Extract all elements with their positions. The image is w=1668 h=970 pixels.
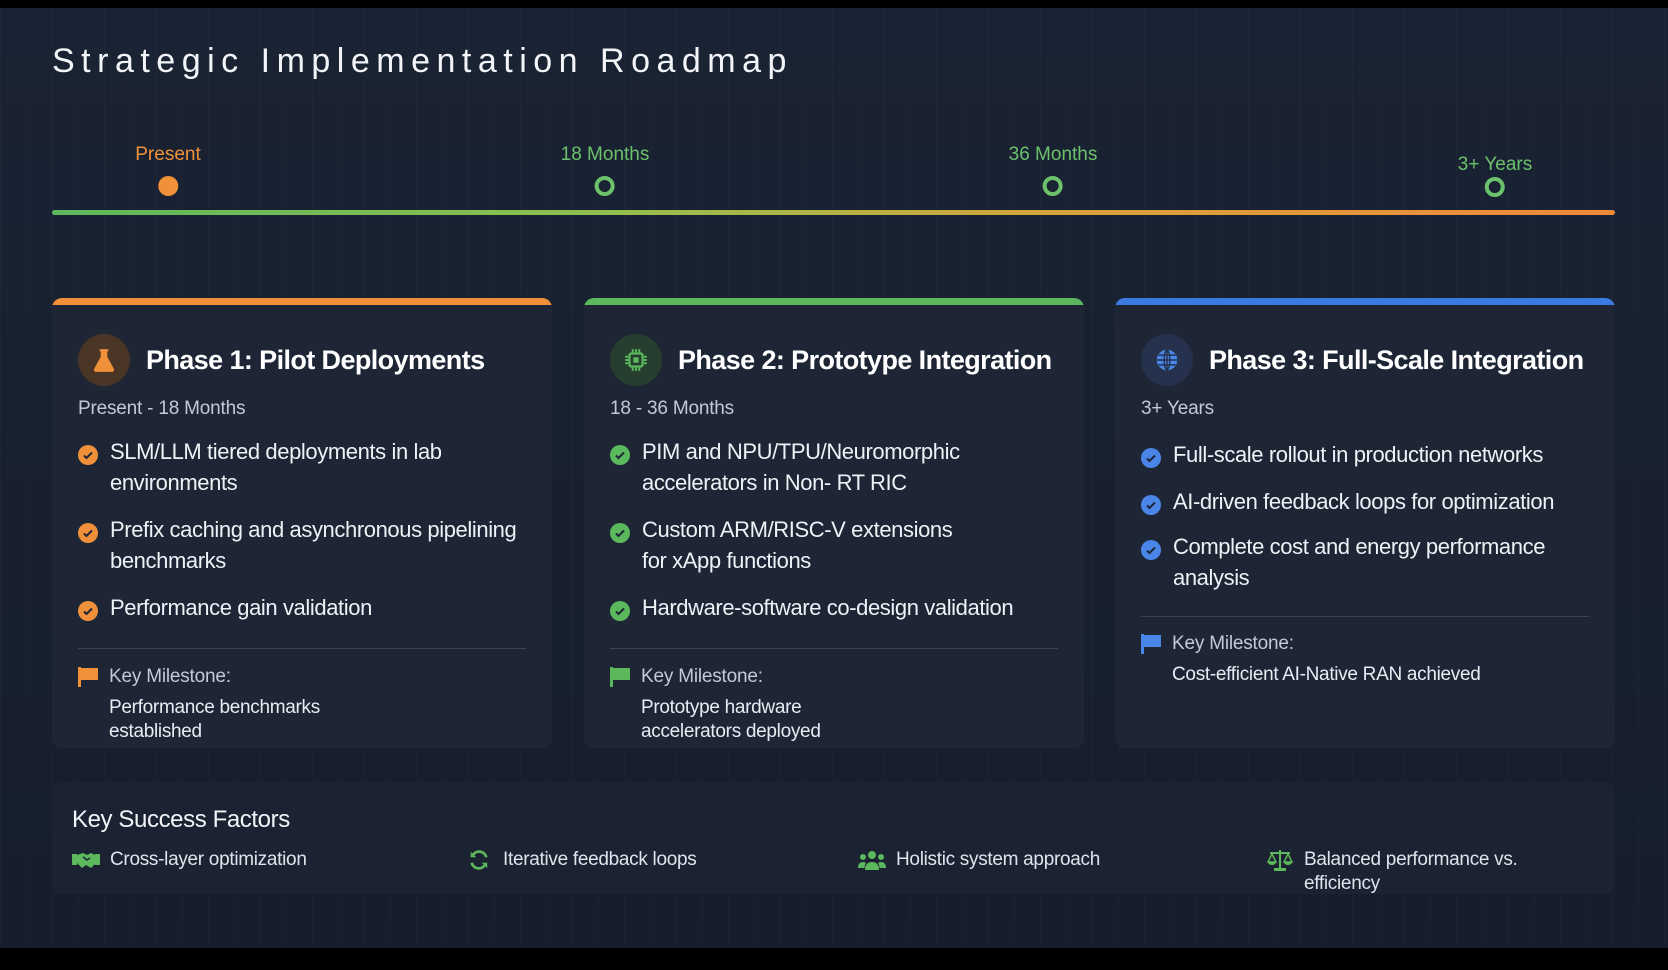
list-item-text: SLM/LLM tiered deployments in lab enviro… (110, 439, 442, 495)
success-factor: Balanced performance vs. efficiency (1266, 848, 1534, 896)
card-title: Phase 2: Prototype Integration (678, 344, 1052, 375)
check-circle-icon (78, 445, 98, 465)
card-accent-bar (52, 298, 552, 305)
list-item: Complete cost and energy performance ana… (1141, 531, 1591, 593)
list-item-text: Prefix caching and asynchronous pipelini… (110, 517, 517, 573)
timeline-bar (52, 210, 1615, 215)
page-title: Strategic Implementation Roadmap (52, 42, 793, 80)
success-factor-label: Holistic system approach (896, 849, 1100, 870)
success-factor: Cross-layer optimization (72, 848, 307, 872)
key-milestone: Key Milestone: Cost-efficient AI-Native … (1141, 633, 1581, 687)
timeline-dot (1042, 176, 1063, 196)
milestone-label: Key Milestone: (109, 666, 231, 687)
list-item-text: AI-driven feedback loops for optimizatio… (1173, 489, 1555, 514)
list-item-text: Custom ARM/RISC-V extensions for xApp fu… (642, 517, 953, 573)
section-title: Key Success Factors (72, 806, 290, 833)
chip-icon (610, 334, 662, 386)
card-item-list: PIM and NPU/TPU/Neuromorphic accelerator… (610, 436, 1060, 639)
check-circle-icon (610, 445, 630, 465)
card-title: Phase 3: Full-Scale Integration (1209, 344, 1584, 375)
check-circle-icon (1141, 540, 1161, 560)
milestone-label: Key Milestone: (641, 666, 763, 687)
timeline-point-present: Present (135, 144, 201, 196)
list-item: Hardware-software co-design validation (610, 592, 1060, 623)
success-factor-label: Iterative feedback loops (503, 849, 697, 870)
list-item: AI-driven feedback loops for optimizatio… (1141, 486, 1591, 517)
list-item-text: Complete cost and energy performance ana… (1173, 534, 1546, 590)
key-milestone: Key Milestone: Performance benchmarks es… (78, 666, 518, 744)
balance-scale-icon (1266, 848, 1294, 872)
timeline-dot (594, 176, 615, 196)
list-item-text: Hardware-software co-design validation (642, 595, 1014, 620)
list-item-text: Full-scale rollout in production network… (1173, 442, 1543, 467)
timeline-dot (157, 176, 178, 196)
milestone-text: Cost-efficient AI-Native RAN achieved (1172, 664, 1481, 685)
list-item: SLM/LLM tiered deployments in lab enviro… (78, 436, 528, 498)
timeline-point-18-months: 18 Months (560, 144, 650, 196)
flask-icon (78, 334, 130, 386)
divider (1141, 616, 1589, 617)
card-accent-bar (1115, 298, 1615, 305)
list-item: Custom ARM/RISC-V extensions for xApp fu… (610, 514, 1060, 576)
list-item: PIM and NPU/TPU/Neuromorphic accelerator… (610, 436, 1060, 498)
card-title: Phase 1: Pilot Deployments (146, 344, 485, 375)
flag-icon (610, 667, 630, 687)
users-icon (858, 848, 886, 872)
list-item: Full-scale rollout in production network… (1141, 439, 1591, 470)
card-date-range: Present - 18 Months (78, 398, 246, 419)
check-circle-icon (1141, 495, 1161, 515)
roadmap-slide: Strategic Implementation Roadmap Present… (0, 8, 1668, 948)
check-circle-icon (610, 601, 630, 621)
flag-icon (1141, 634, 1161, 654)
milestone-text: Performance benchmarks established (109, 697, 320, 742)
card-header: Phase 1: Pilot Deployments (78, 334, 485, 386)
list-item-text: PIM and NPU/TPU/Neuromorphic accelerator… (642, 439, 960, 495)
timeline-label: 3+ Years (1457, 154, 1533, 175)
list-item: Performance gain validation (78, 592, 528, 623)
success-factor: Holistic system approach (858, 848, 1100, 872)
phase-card-3: Phase 3: Full-Scale Integration 3+ Years… (1115, 298, 1615, 748)
list-item-text: Performance gain validation (110, 595, 372, 620)
card-item-list: SLM/LLM tiered deployments in lab enviro… (78, 436, 528, 639)
success-factor-label: Cross-layer optimization (110, 849, 307, 870)
success-factor: Iterative feedback loops (465, 848, 697, 872)
card-date-range: 3+ Years (1141, 398, 1214, 419)
card-item-list: Full-scale rollout in production network… (1141, 439, 1591, 609)
card-date-range: 18 - 36 Months (610, 398, 734, 419)
divider (610, 648, 1058, 649)
timeline-label: 36 Months (1008, 144, 1098, 165)
key-milestone: Key Milestone: Prototype hardware accele… (610, 666, 1050, 744)
list-item: Prefix caching and asynchronous pipelini… (78, 514, 528, 576)
timeline-dot (1485, 177, 1505, 197)
card-header: Phase 3: Full-Scale Integration (1141, 334, 1584, 386)
timeline-label: 18 Months (560, 144, 650, 165)
check-circle-icon (1141, 448, 1161, 468)
milestone-text: Prototype hardware accelerators deployed (641, 697, 821, 742)
phase-card-1: Phase 1: Pilot Deployments Present - 18 … (52, 298, 552, 748)
timeline: Present 18 Months 36 Months 3+ Years (52, 128, 1615, 218)
check-circle-icon (78, 601, 98, 621)
timeline-point-3-years: 3+ Years (1457, 144, 1533, 197)
card-accent-bar (584, 298, 1084, 305)
check-circle-icon (78, 523, 98, 543)
globe-icon (1141, 334, 1193, 386)
phase-card-2: Phase 2: Prototype Integration 18 - 36 M… (584, 298, 1084, 748)
card-header: Phase 2: Prototype Integration (610, 334, 1052, 386)
flag-icon (78, 667, 98, 687)
timeline-point-36-months: 36 Months (1008, 144, 1098, 196)
handshake-icon (72, 848, 100, 872)
success-factor-label: Balanced performance vs. efficiency (1304, 849, 1518, 894)
check-circle-icon (610, 523, 630, 543)
milestone-label: Key Milestone: (1172, 633, 1294, 654)
timeline-label: Present (135, 144, 201, 165)
key-success-factors: Key Success Factors Cross-layer optimiza… (52, 782, 1615, 894)
divider (78, 648, 526, 649)
sync-icon (465, 848, 493, 872)
